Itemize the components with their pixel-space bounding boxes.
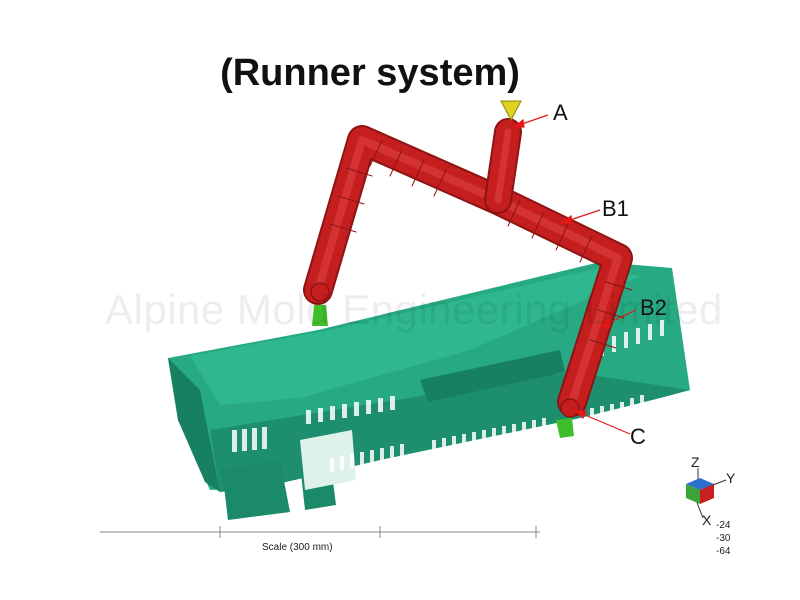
- scale-bar: [100, 526, 540, 538]
- gates: [312, 305, 574, 438]
- axis-label-x: X: [702, 512, 712, 528]
- orientation-value-1: -24: [716, 520, 731, 531]
- orientation-value-3: -64: [716, 546, 731, 557]
- part-center-recess: [420, 350, 565, 402]
- part-pocket: [300, 430, 356, 490]
- axis-label-z: Z: [691, 454, 700, 470]
- orientation-triad: [686, 468, 727, 519]
- gate-right: [556, 418, 574, 438]
- part-bottom-foot: [222, 460, 290, 520]
- triad-cube-right: [700, 484, 714, 504]
- callout-label-b1: B1: [602, 196, 629, 221]
- callout-lines: [512, 114, 637, 435]
- orientation-value-2: -30: [716, 533, 731, 544]
- callout-label-b2: B2: [640, 295, 667, 320]
- axis-label-y: Y: [726, 470, 736, 486]
- runner-drop-left-tip: [310, 282, 330, 302]
- runner-system: [303, 118, 633, 418]
- part-left-end: [168, 358, 220, 492]
- triad-cube-left: [686, 484, 700, 504]
- runner-segment-lines: [329, 139, 633, 349]
- watermark: Alpine Mold Engineering Limited: [105, 286, 723, 333]
- gate-left: [312, 305, 328, 326]
- part-rib-slots: [232, 320, 664, 472]
- diagram-title: (Runner system): [220, 52, 520, 94]
- part-upper-ridge: [190, 268, 640, 405]
- callout-label-c: C: [630, 424, 646, 449]
- runner-drop-right-tip: [560, 398, 580, 418]
- scale-label: Scale (300 mm): [262, 542, 333, 553]
- callout-label-a: A: [553, 100, 568, 125]
- sprue-inlet: [500, 100, 522, 122]
